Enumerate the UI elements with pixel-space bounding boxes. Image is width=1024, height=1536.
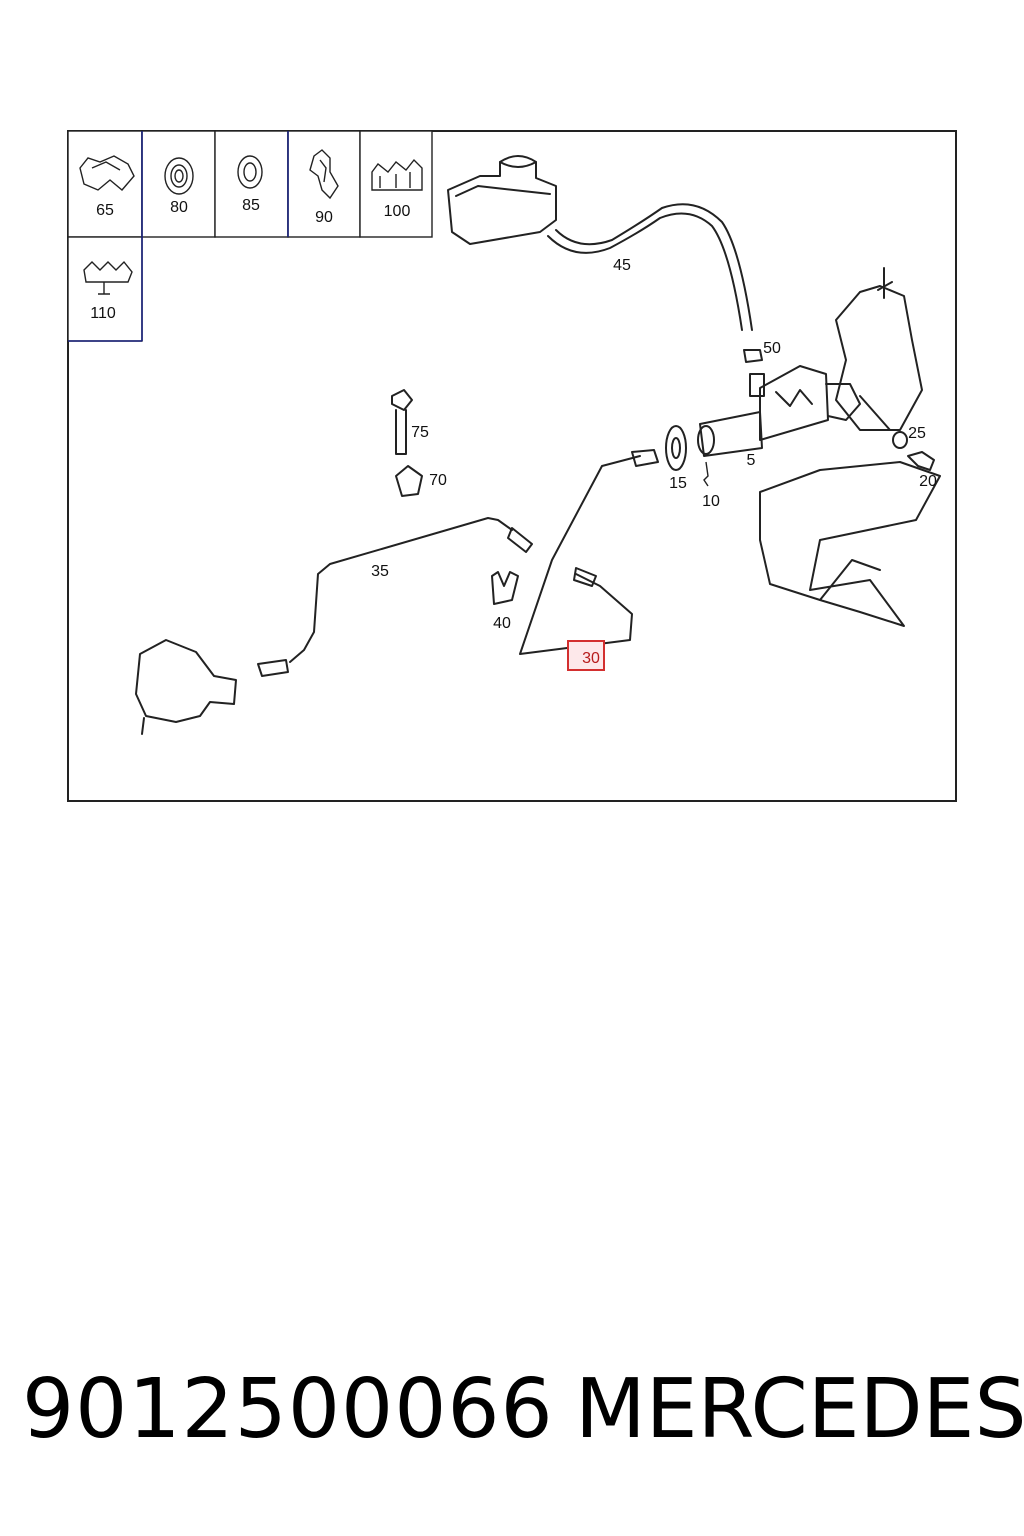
line-30 [519,455,641,655]
bolt-75 [391,389,413,455]
pin-10 [703,461,709,487]
callout-50[interactable]: 50 [763,340,781,357]
inset-label-110: 110 [90,305,116,322]
washer-25 [892,431,908,449]
diagram-frame [67,130,957,802]
holder-70 [395,465,423,497]
part-number: 9012500066 [22,1362,554,1457]
line-35-fitting [507,527,533,553]
callout-15[interactable]: 15 [669,475,687,492]
hose-45-outline [555,203,753,331]
seal-15 [665,425,687,471]
clip-110-icon [83,260,133,295]
callout-40[interactable]: 40 [493,615,511,632]
clip-65-icon [79,155,135,191]
callout-70[interactable]: 70 [429,472,447,489]
inset-label-90: 90 [315,209,333,226]
fluid-reservoir [447,155,557,245]
brand-name: MERCEDES [575,1362,1024,1457]
callout-5[interactable]: 5 [747,452,756,469]
callout-10[interactable]: 10 [702,493,720,510]
callout-25[interactable]: 25 [908,425,926,442]
clip-100-icon [371,158,423,191]
inset-label-65: 65 [96,202,114,219]
callout-20[interactable]: 20 [919,473,937,490]
line-35 [289,517,513,663]
line-30-fitting-top [631,449,659,467]
inset-label-100: 100 [384,203,411,220]
line-30-fitting-bottom [573,567,597,587]
master-cylinder-5 [697,365,891,457]
bolt-20 [907,451,935,471]
holder-90-icon [309,149,339,200]
hose-45 [547,212,743,331]
inset-label-80: 80 [170,199,188,216]
bracket-40 [491,571,519,605]
callout-35[interactable]: 35 [371,563,389,580]
pedal-assembly [759,267,941,627]
hose-clamp-50 [743,349,763,363]
parts-diagram: 65 80 85 90 100 110 [67,130,957,802]
callout-75[interactable]: 75 [411,424,429,441]
callout-30[interactable]: 30 [582,650,600,667]
grommet-85-icon [237,155,263,189]
inset-label-85: 85 [242,197,260,214]
grommet-80-icon [164,157,194,195]
highlight-box-30[interactable] [567,640,605,671]
slave-cylinder [135,639,289,735]
footer: 9012500066 MERCEDES [0,1362,1024,1472]
callout-45[interactable]: 45 [613,257,631,274]
